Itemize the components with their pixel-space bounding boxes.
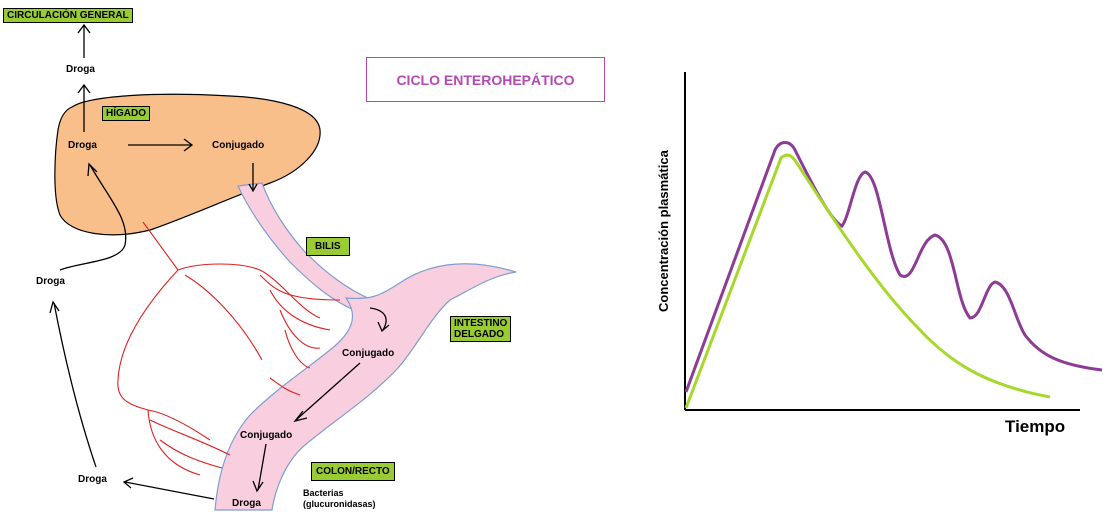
tag-colon-recto: COLON/RECTO bbox=[311, 462, 395, 481]
chart-ylabel: Concentración plasmática bbox=[656, 149, 671, 312]
label-conjugado-liver: Conjugado bbox=[212, 140, 265, 151]
label-bacterias: Bacterias bbox=[303, 488, 344, 498]
label-droga-top: Droga bbox=[66, 64, 95, 75]
chart-series-green bbox=[684, 153, 1051, 409]
bile-duct-shape bbox=[237, 182, 374, 313]
liver-shape bbox=[54, 93, 321, 236]
blood-vessels bbox=[117, 221, 341, 476]
flow-arrows bbox=[49, 23, 390, 500]
chart-xlabel: Tiempo bbox=[1005, 417, 1065, 436]
tag-bilis: BILIS bbox=[306, 237, 350, 256]
label-droga-left: Droga bbox=[36, 276, 65, 287]
label-droga-bottom-left: Droga bbox=[78, 474, 107, 485]
tag-intestino-line2: DELGADO bbox=[454, 329, 504, 340]
intestine-shape bbox=[214, 263, 517, 511]
label-glucuronidasas: (glucuronidasas) bbox=[303, 499, 376, 509]
label-conjugado-intestine-2: Conjugado bbox=[240, 430, 293, 441]
tag-higado: HÍGADO bbox=[102, 106, 150, 121]
tag-intestino-line1: INTESTINO bbox=[454, 318, 508, 329]
tag-circulacion-general: CIRCULACIÓN GENERAL bbox=[3, 8, 133, 23]
label-droga-colon: Droga bbox=[232, 498, 261, 509]
chart-axes bbox=[684, 72, 1080, 411]
title-box: CICLO ENTEROHEPÁTICO bbox=[366, 57, 605, 102]
label-conjugado-intestine-1: Conjugado bbox=[342, 348, 395, 359]
label-droga-liver: Droga bbox=[68, 140, 97, 151]
tag-intestino-delgado: INTESTINO DELGADO bbox=[450, 316, 512, 342]
chart-series-purple bbox=[684, 141, 1103, 393]
